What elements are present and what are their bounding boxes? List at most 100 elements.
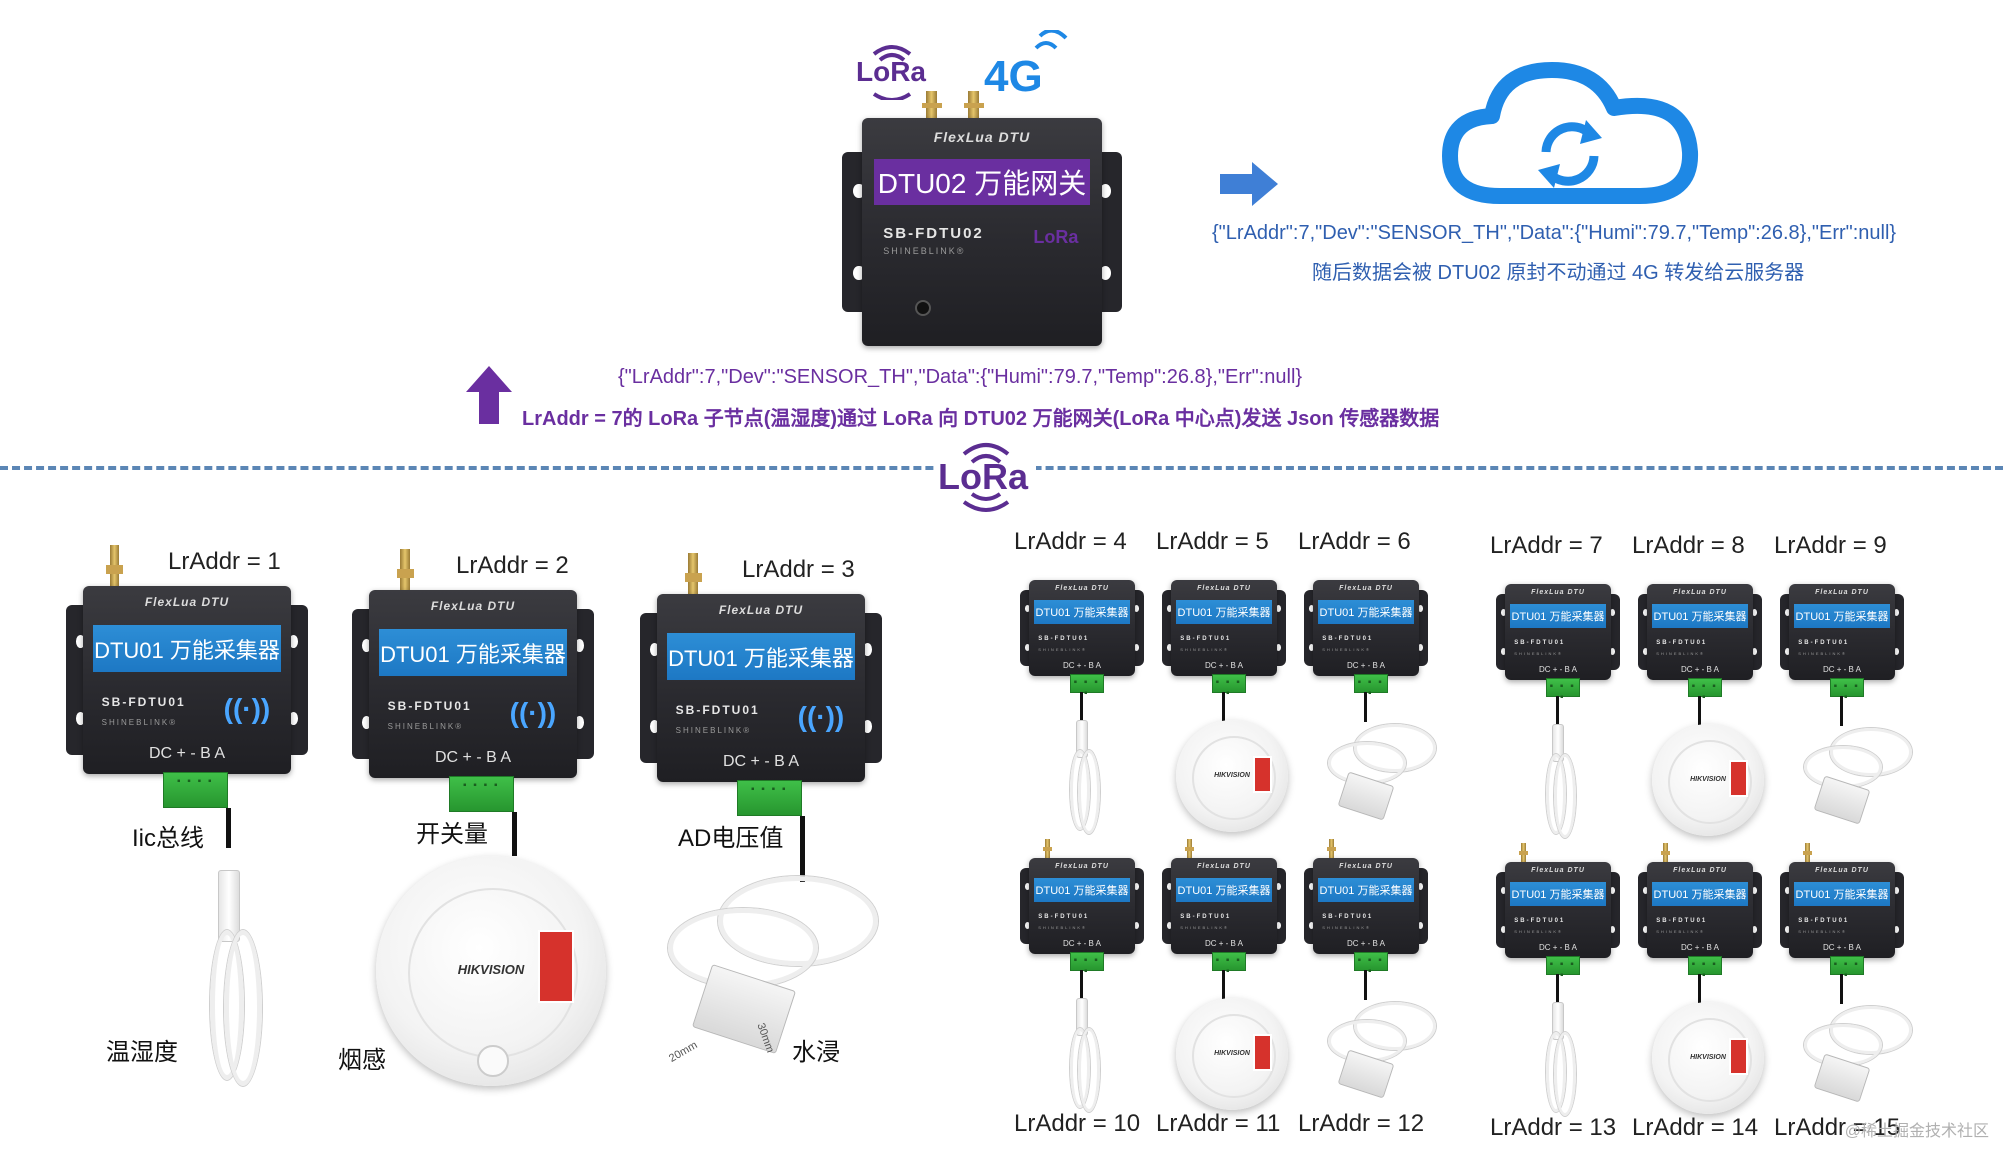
terminal-block bbox=[1687, 956, 1722, 981]
water-leak-sensor-icon: 20mm 30mm bbox=[648, 868, 878, 1078]
terminal-block bbox=[1211, 674, 1246, 699]
interface-label: 开关量 bbox=[416, 821, 488, 848]
terminal-block bbox=[1545, 678, 1580, 703]
wireless-icon: ((·)) bbox=[509, 697, 557, 729]
terminal-block bbox=[162, 772, 228, 808]
node-address: LrAddr = 3 bbox=[742, 556, 855, 583]
wireless-icon: ((·)) bbox=[223, 693, 271, 725]
antenna-icon bbox=[396, 548, 414, 594]
smoke-detector-icon: HIKVISION bbox=[1652, 1002, 1764, 1114]
smoke-detector-icon: HIKVISION bbox=[1652, 724, 1764, 836]
gateway-lora-badge: LoRa bbox=[1033, 227, 1079, 248]
signal-waves-icon bbox=[1034, 28, 1068, 50]
uplink-note: LrAddr = 7的 LoRa 子节点(温湿度)通过 LoRa 向 DTU02… bbox=[522, 408, 1440, 430]
arrow-up-icon bbox=[466, 366, 512, 424]
smoke-detector-icon: HIKVISION bbox=[1176, 998, 1288, 1110]
temp-humidity-sensor-icon bbox=[180, 870, 270, 1086]
antenna-icon bbox=[684, 552, 702, 598]
terminal-block bbox=[448, 776, 514, 812]
antenna-icon bbox=[1802, 842, 1812, 862]
node-address: LrAddr = 14 bbox=[1632, 1114, 1759, 1141]
temp-humidity-sensor-icon bbox=[1540, 724, 1580, 838]
antenna-icon bbox=[1660, 842, 1670, 862]
node-address: LrAddr = 10 bbox=[1014, 1110, 1141, 1137]
water-leak-sensor-icon bbox=[1790, 724, 1912, 834]
temp-humidity-sensor-icon bbox=[1540, 1002, 1580, 1116]
water-leak-sensor-icon bbox=[1314, 998, 1436, 1108]
node-address: LrAddr = 6 bbox=[1298, 528, 1411, 555]
water-leak-sensor-icon bbox=[1790, 1002, 1912, 1112]
terminal-block bbox=[1829, 678, 1864, 703]
badge-4g-text: 4G bbox=[984, 52, 1043, 101]
terminal-block bbox=[1353, 674, 1388, 699]
temp-humidity-sensor-icon bbox=[1064, 720, 1104, 834]
sensor-label: 水浸 bbox=[792, 1039, 840, 1066]
antenna-icon bbox=[1184, 838, 1194, 858]
gateway-lora-logo-text: LoRa bbox=[856, 56, 926, 87]
arrow-right-icon bbox=[1220, 162, 1278, 206]
terminal-block bbox=[736, 780, 802, 816]
node-address: LrAddr = 5 bbox=[1156, 528, 1269, 555]
water-leak-sensor-icon bbox=[1314, 720, 1436, 830]
terminal-block bbox=[1069, 952, 1104, 977]
node-address: LrAddr = 2 bbox=[456, 552, 569, 579]
node-address: LrAddr = 12 bbox=[1298, 1110, 1425, 1137]
sensor-label: 烟感 bbox=[338, 1047, 386, 1074]
collector-device: FlexLua DTU DTU01 万能采集器 SB-FDTU01 SHINEB… bbox=[66, 544, 308, 808]
cloud-json: {"LrAddr":7,"Dev":"SENSOR_TH","Data":{"H… bbox=[1212, 222, 1897, 244]
divider-lora-logo: LoRa bbox=[936, 436, 1036, 516]
lora-waves-icon bbox=[962, 443, 1010, 512]
gateway-brand: FlexLua DTU bbox=[933, 129, 1031, 146]
antenna-icon bbox=[1326, 838, 1336, 858]
antenna-icon bbox=[963, 90, 984, 118]
divider-lora-text: LoRa bbox=[938, 456, 1028, 497]
gateway-label: DTU02 万能网关 bbox=[873, 159, 1091, 205]
power-port-icon bbox=[914, 300, 931, 317]
node-address: LrAddr = 11 bbox=[1156, 1110, 1281, 1137]
node-address: LrAddr = 1 bbox=[168, 548, 281, 575]
gateway-model: SB-FDTU02 bbox=[883, 225, 984, 243]
node-address: LrAddr = 7 bbox=[1490, 532, 1603, 559]
node-address: LrAddr = 9 bbox=[1774, 532, 1887, 559]
collector-device: FlexLua DTU DTU01 万能采集器 SB-FDTU01 SHINEB… bbox=[352, 548, 594, 812]
terminal-block bbox=[1353, 952, 1388, 977]
watermark: @稀土掘金技术社区 bbox=[1844, 1123, 1989, 1140]
smoke-detector-icon: HIKVISION bbox=[376, 856, 606, 1086]
terminal-block bbox=[1211, 952, 1246, 977]
cloud-note: 随后数据会被 DTU02 原封不动通过 4G 转发给云服务器 bbox=[1312, 262, 1805, 284]
terminal-block bbox=[1829, 956, 1864, 981]
interface-label: Iic总线 bbox=[132, 825, 204, 852]
antenna-icon bbox=[1518, 842, 1528, 862]
smoke-detector-icon: HIKVISION bbox=[1176, 720, 1288, 832]
antenna-icon bbox=[105, 544, 123, 590]
gateway-lora-logo: LoRa bbox=[852, 40, 932, 102]
node-address: LrAddr = 15 bbox=[1774, 1114, 1901, 1141]
collector-device: FlexLua DTU DTU01 万能采集器 SB-FDTU01 SHINEB… bbox=[640, 552, 882, 816]
terminal-block bbox=[1687, 678, 1722, 703]
sync-icon bbox=[1538, 120, 1602, 188]
sensor-label: 温湿度 bbox=[106, 1039, 178, 1066]
wireless-icon: ((·)) bbox=[797, 701, 845, 733]
gateway-device: FlexLua DTU DTU02 万能网关 SB-FDTU02 SHINEBL… bbox=[842, 90, 1122, 346]
terminal-block bbox=[1545, 956, 1580, 981]
node-address: LrAddr = 13 bbox=[1490, 1114, 1617, 1141]
antenna-icon bbox=[1042, 838, 1052, 858]
badge-4g: 4G bbox=[980, 28, 1070, 101]
gateway-sub: SHINEBLINK® bbox=[883, 245, 966, 256]
node-address: LrAddr = 4 bbox=[1014, 528, 1127, 555]
node-address: LrAddr = 8 bbox=[1632, 532, 1745, 559]
terminal-block bbox=[1069, 674, 1104, 699]
cloud-icon bbox=[1442, 62, 1699, 204]
